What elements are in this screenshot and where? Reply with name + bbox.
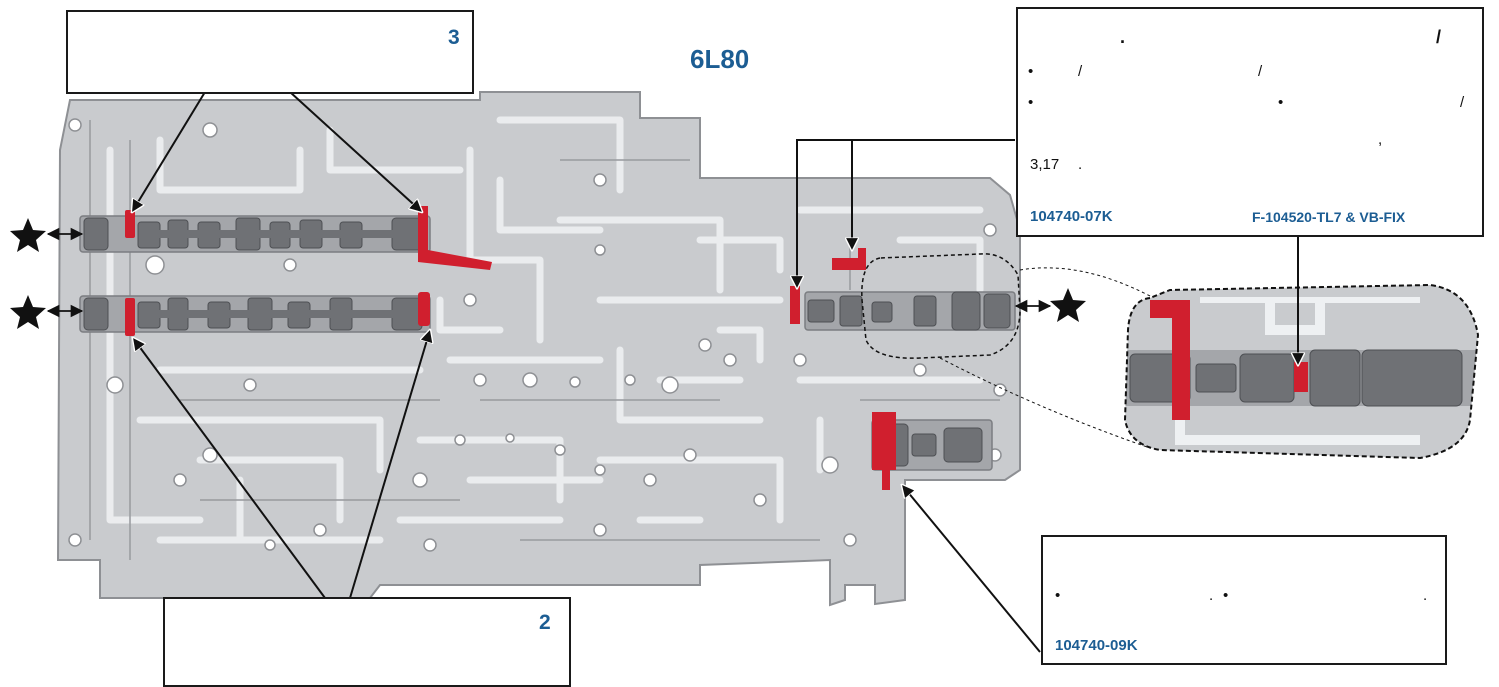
callout-top-left: 3 [66,10,474,94]
period: . [1209,587,1214,604]
callout-bottom-left: 2 [163,597,571,687]
part-number: 104740-07K [1030,208,1113,225]
period: . [1423,587,1428,604]
slash: / [1078,63,1083,80]
zoom-detail [1123,283,1480,460]
period: . [1078,156,1083,173]
valve-body-plate [56,91,1021,607]
callout-number: 2 [539,611,551,634]
zoom-source-outline [861,253,1151,449]
heading-slash: / [1436,27,1442,47]
leader-arrows [132,91,1298,653]
tool-numbers: F-104520-TL7 & VB-FIX [1252,209,1406,225]
bullet: • [1055,587,1061,604]
comma: , [1378,131,1383,148]
measurement: 3,17 [1030,156,1060,173]
bullet: • [1223,587,1229,604]
seal-highlights [125,206,896,490]
bullet: • [1028,63,1034,80]
callout-bottom-right: • . • . 104740-09K [1041,535,1447,665]
callout-number: 3 [448,26,460,49]
callout-top-right: . / • / / • • / , 3,17 . 104740-07K F-10… [1016,7,1484,237]
heading-dot: . [1120,27,1126,47]
part-number: 104740-09K [1055,637,1138,654]
slash: / [1258,63,1263,80]
reference-stars [10,218,1086,329]
bullet: • [1028,94,1034,111]
bullet: • [1278,94,1284,111]
slash: / [1460,94,1465,111]
diagram-title: 6L80 [690,44,750,74]
